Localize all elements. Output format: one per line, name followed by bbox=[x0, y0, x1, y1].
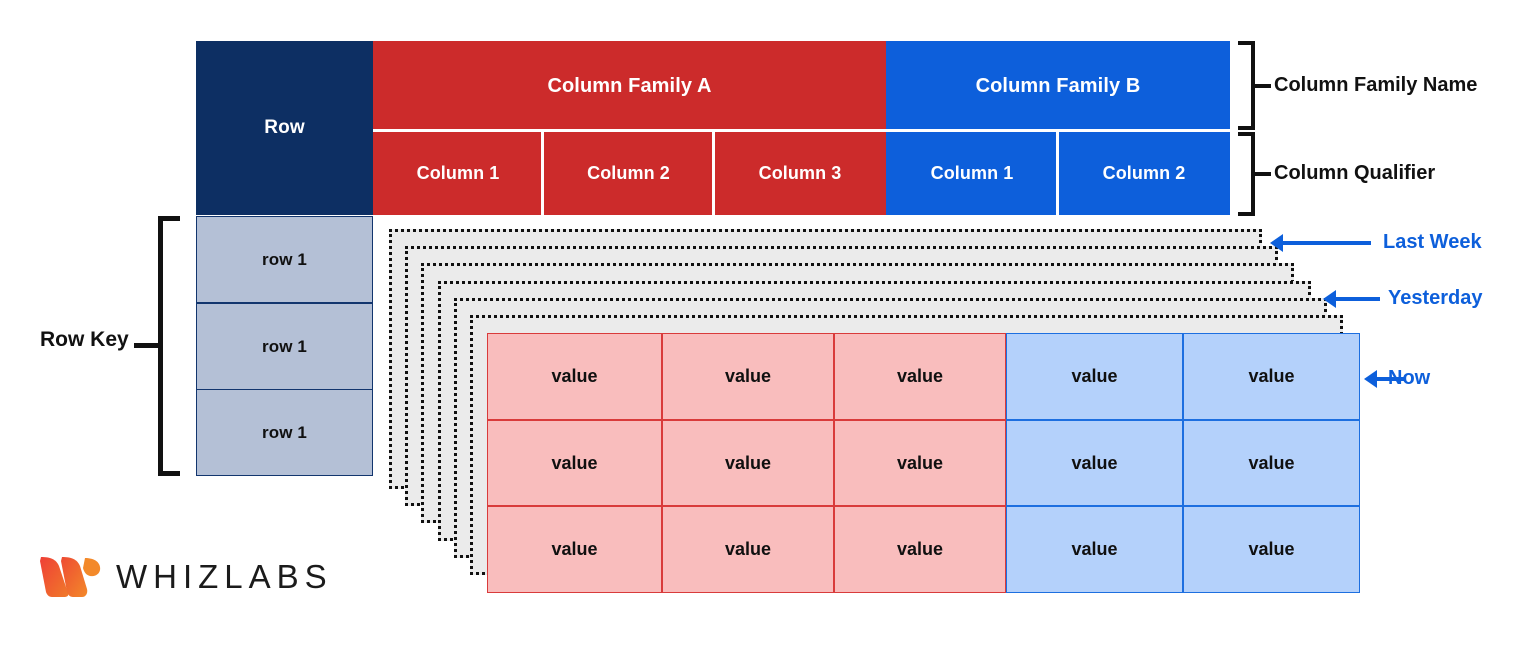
header-divider-a1-a2 bbox=[541, 131, 544, 215]
now-arrow-head bbox=[1364, 370, 1377, 388]
qualifier-b-1-cell: Column 1 bbox=[886, 131, 1058, 215]
row-key-cell-1-label: row 1 bbox=[262, 249, 307, 269]
value-cell-r3c4: value bbox=[1006, 506, 1183, 593]
value-cell-r1c3: value bbox=[834, 333, 1006, 420]
value-cell-r3c5: value bbox=[1183, 506, 1360, 593]
yesterday-arrow-line bbox=[1336, 297, 1380, 301]
qualifier-a-3-cell: Column 3 bbox=[714, 131, 886, 215]
row-header-cell: Row bbox=[196, 41, 373, 215]
row-header-label: Row bbox=[264, 117, 305, 138]
value-cell-r2c2: value bbox=[662, 420, 834, 506]
value-cell-r1c1: value bbox=[487, 333, 662, 420]
column-family-name-bracket-stem bbox=[1255, 84, 1271, 88]
qualifier-b-1-label: Column 1 bbox=[930, 162, 1014, 183]
header-divider-horizontal bbox=[373, 129, 1230, 132]
row-key-label: Row Key bbox=[40, 328, 129, 351]
value-cell-r2c3: value bbox=[834, 420, 1006, 506]
qualifier-a-2-label: Column 2 bbox=[587, 162, 670, 183]
value-cell-r3c3: value bbox=[834, 506, 1006, 593]
value-cell-r1c4: value bbox=[1006, 333, 1183, 420]
row-key-cell-3: row 1 bbox=[196, 389, 373, 476]
last-week-arrow-line bbox=[1283, 241, 1371, 245]
yesterday-arrow-head bbox=[1323, 290, 1336, 308]
column-qualifier-bracket-stem bbox=[1255, 172, 1271, 176]
row-key-cell-1: row 1 bbox=[196, 216, 373, 303]
header-divider-b1-b2 bbox=[1056, 131, 1059, 215]
header-divider-a2-a3 bbox=[712, 131, 715, 215]
now-arrow-line bbox=[1377, 377, 1405, 381]
last-week-label: Last Week bbox=[1383, 231, 1482, 253]
qualifier-a-1-label: Column 1 bbox=[416, 162, 500, 183]
whizlabs-w-mark-icon bbox=[40, 557, 101, 597]
yesterday-label: Yesterday bbox=[1388, 287, 1483, 309]
row-key-cell-2: row 1 bbox=[196, 303, 373, 390]
qualifier-a-1-cell: Column 1 bbox=[373, 131, 543, 215]
qualifier-a-2-cell: Column 2 bbox=[543, 131, 714, 215]
value-grid: value value value value value value valu… bbox=[487, 333, 1360, 593]
row-key-cell-2-label: row 1 bbox=[262, 336, 307, 356]
value-cell-r2c4: value bbox=[1006, 420, 1183, 506]
whizlabs-wordmark: WHIZLABS bbox=[116, 558, 333, 595]
column-qualifier-bracket bbox=[1238, 132, 1255, 216]
column-family-name-bracket bbox=[1238, 41, 1255, 130]
value-cell-r2c1: value bbox=[487, 420, 662, 506]
column-family-b-label: Column Family B bbox=[975, 74, 1141, 97]
now-label: Now bbox=[1388, 367, 1431, 389]
row-key-bracket-stem bbox=[134, 343, 158, 348]
row-key-bracket bbox=[158, 216, 180, 476]
qualifier-b-2-label: Column 2 bbox=[1102, 162, 1186, 183]
value-cell-r1c2: value bbox=[662, 333, 834, 420]
whizlabs-logo: WHIZLABS bbox=[40, 555, 333, 599]
row-key-cell-3-label: row 1 bbox=[262, 422, 307, 442]
qualifier-a-3-label: Column 3 bbox=[758, 162, 842, 183]
value-cell-r2c5: value bbox=[1183, 420, 1360, 506]
column-family-b-cell: Column Family B bbox=[886, 41, 1230, 131]
value-cell-r3c1: value bbox=[487, 506, 662, 593]
last-week-arrow-head bbox=[1270, 234, 1283, 252]
value-cell-r1c5: value bbox=[1183, 333, 1360, 420]
column-family-a-label: Column Family A bbox=[547, 74, 712, 97]
column-family-name-label: Column Family Name bbox=[1274, 74, 1478, 96]
value-cell-r3c2: value bbox=[662, 506, 834, 593]
qualifier-b-2-cell: Column 2 bbox=[1058, 131, 1230, 215]
column-qualifier-label: Column Qualifier bbox=[1274, 162, 1436, 184]
column-family-a-cell: Column Family A bbox=[373, 41, 886, 131]
